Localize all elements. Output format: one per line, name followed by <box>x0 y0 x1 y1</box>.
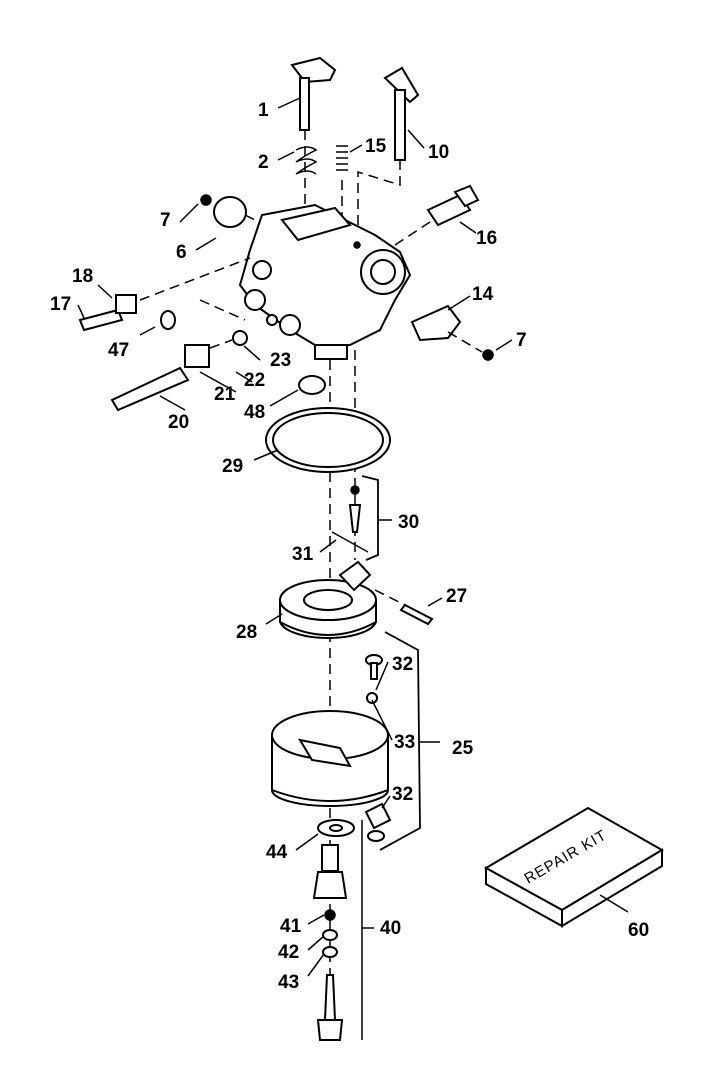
label-part-40: 40 <box>380 918 401 939</box>
label-part-20: 20 <box>168 412 189 433</box>
label-part-44: 44 <box>266 842 288 863</box>
label-part-43: 43 <box>278 972 299 993</box>
label-part-30: 30 <box>398 512 419 533</box>
label-part-42: 42 <box>278 942 299 963</box>
inlet-needle <box>331 475 379 561</box>
label-part-21: 21 <box>214 384 236 405</box>
label-part-33: 33 <box>394 732 415 753</box>
label-part-31: 31 <box>292 544 314 565</box>
label-part-41: 41 <box>280 916 302 937</box>
label-part-17: 17 <box>50 294 71 315</box>
throttle-spring <box>295 146 318 175</box>
label-part-2: 2 <box>258 152 269 173</box>
label-part-23: 23 <box>270 350 291 371</box>
leader-lines <box>77 97 513 977</box>
label-part-7-right: 7 <box>516 330 527 351</box>
throttle-shaft <box>290 56 337 220</box>
label-part-32-bottom: 32 <box>392 784 413 805</box>
label-part-22: 22 <box>244 370 265 391</box>
bowl-drain <box>364 654 392 842</box>
label-part-7-top: 7 <box>160 210 171 231</box>
label-part-10: 10 <box>428 142 449 163</box>
label-part-14: 14 <box>472 284 494 305</box>
label-part-28: 28 <box>236 622 257 643</box>
welch-plug <box>139 299 246 336</box>
label-part-18: 18 <box>72 266 93 287</box>
main-adjusting-needle <box>110 314 278 412</box>
bowl-nut-washer <box>317 819 355 837</box>
bowl-assembly-bracket <box>379 631 421 851</box>
choke-plate <box>200 194 286 236</box>
label-part-32-top: 32 <box>392 654 413 675</box>
fuel-inlet-fitting <box>394 184 480 246</box>
carburetor-body <box>238 203 412 360</box>
label-part-16: 16 <box>476 228 497 249</box>
idle-mixture-screw <box>78 257 251 332</box>
label-part-60: 60 <box>628 920 649 941</box>
label-part-47: 47 <box>108 340 129 361</box>
float-hinge-pin <box>374 589 434 626</box>
bowl-gasket <box>265 407 391 473</box>
label-part-25: 25 <box>452 738 474 759</box>
label-part-1: 1 <box>258 100 269 121</box>
part-labels: 1 2 15 10 7 6 16 14 7 18 17 47 23 22 21 … <box>50 100 649 993</box>
float <box>279 560 377 639</box>
label-part-48: 48 <box>244 402 265 423</box>
repair-kit-box: REPAIR KIT <box>483 806 664 928</box>
choke-shaft <box>357 66 420 230</box>
label-part-29: 29 <box>222 456 243 477</box>
bowl-nut <box>312 820 363 1041</box>
label-part-15: 15 <box>365 136 387 157</box>
float-bowl <box>271 710 389 807</box>
label-part-6: 6 <box>176 242 187 263</box>
label-part-27: 27 <box>446 586 467 607</box>
cup-plug <box>298 375 326 395</box>
throttle-plate <box>410 304 494 361</box>
